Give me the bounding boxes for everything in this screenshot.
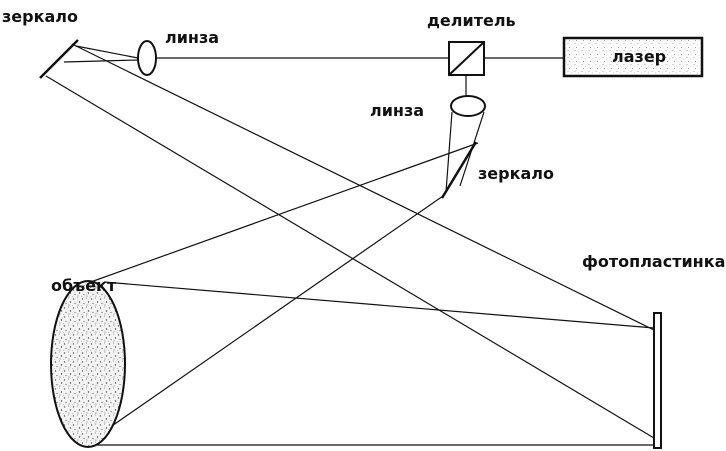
beam-mirror-to-plate-bottom <box>45 75 655 439</box>
beam-mirror-to-object-top <box>87 142 479 284</box>
label-lens-top: линза <box>165 28 219 47</box>
label-splitter: делитель <box>427 11 516 30</box>
mirror-top <box>39 39 79 79</box>
beam-lens-to-mirror <box>75 45 139 59</box>
laser-box <box>562 36 704 78</box>
label-photoplate: фотопластинка <box>582 252 725 271</box>
lens-middle <box>450 95 486 117</box>
beam-middle-lens-to-mirror-2 <box>445 111 453 193</box>
label-mirror-middle: зеркало <box>478 164 554 183</box>
lens-top <box>137 40 157 76</box>
photoplate <box>653 312 662 449</box>
label-object: объект <box>51 276 117 295</box>
beam-mirror-to-object-bottom <box>95 195 444 438</box>
beam-object-to-plate-top <box>103 281 655 329</box>
mirror-middle <box>440 141 478 199</box>
beam-lens-to-mirror-2 <box>63 59 139 63</box>
label-laser: лазер <box>612 47 666 66</box>
object-ellipse <box>50 280 126 448</box>
beam-mirror-to-plate-top <box>71 43 655 331</box>
label-mirror-top: зеркало <box>2 7 78 26</box>
label-lens-middle: линза <box>370 101 424 120</box>
beam-splitter <box>448 41 485 76</box>
